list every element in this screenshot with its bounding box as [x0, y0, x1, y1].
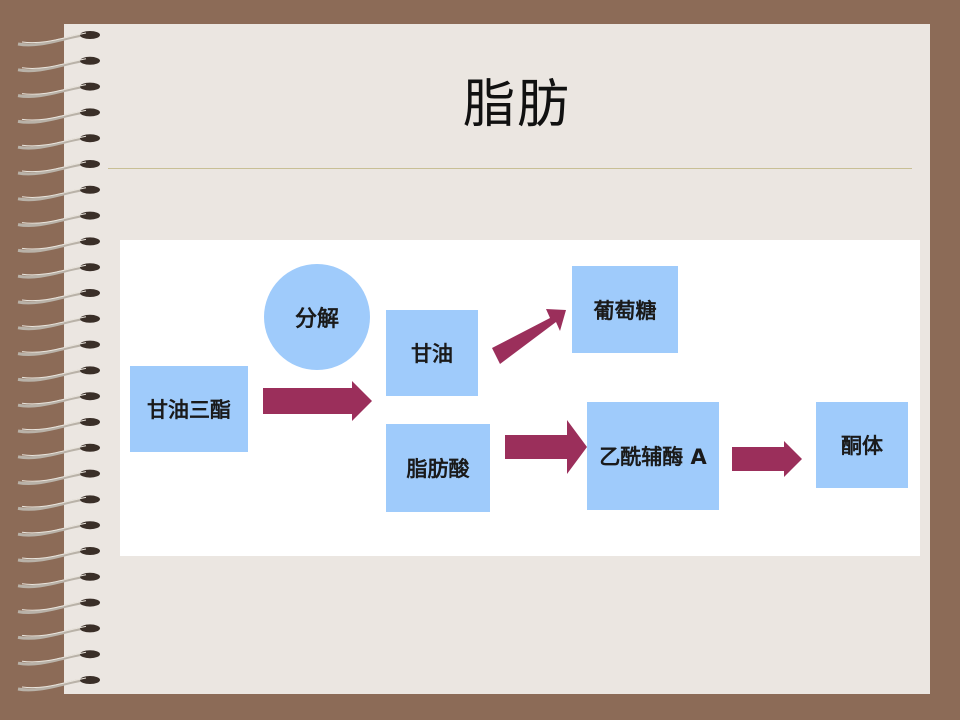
spiral-hole	[80, 314, 100, 323]
spiral-highlight	[21, 496, 87, 508]
spiral-hole	[80, 547, 100, 555]
spiral-hole	[80, 676, 100, 684]
spiral-ring	[17, 238, 89, 253]
spiral-highlight	[21, 651, 87, 663]
spiral-highlight	[21, 677, 87, 689]
spiral-ring	[17, 187, 89, 202]
spiral-hole	[80, 237, 100, 246]
node-decompose: 分解	[264, 264, 370, 370]
spiral-ring	[17, 32, 89, 47]
spiral-ring	[17, 264, 89, 279]
spiral-highlight	[21, 187, 87, 198]
spiral-ring	[17, 445, 89, 460]
spiral-highlight	[21, 522, 87, 534]
spiral-highlight	[21, 109, 87, 121]
node-glycerol: 甘油	[386, 310, 478, 396]
node-label: 葡萄糖	[593, 298, 657, 323]
spiral-highlight	[21, 84, 87, 95]
spiral-ring	[17, 367, 89, 382]
spiral-ring	[17, 290, 89, 305]
arrow-triglyceride-to-products	[263, 381, 372, 421]
spiral-hole	[80, 340, 100, 349]
arrow-acetyl-coa-to-ketone	[732, 441, 802, 477]
spiral-ring	[17, 213, 89, 227]
spiral-highlight	[21, 393, 87, 405]
spiral-highlight	[21, 445, 87, 456]
spiral-highlight	[21, 548, 87, 560]
spiral-ring	[17, 600, 89, 614]
spiral-ring	[17, 419, 89, 434]
spiral-ring	[17, 471, 89, 485]
spiral-ring	[17, 651, 89, 666]
spiral-hole	[80, 392, 100, 401]
spiral-hole	[80, 211, 100, 220]
arrow-fatty-acid-to-acetyl-coa	[505, 420, 587, 474]
title-divider	[108, 168, 912, 169]
spiral-ring	[17, 135, 89, 150]
spiral-hole	[80, 469, 100, 478]
spiral-highlight	[21, 238, 87, 250]
spiral-hole	[80, 31, 100, 39]
spiral-hole	[80, 418, 100, 426]
spiral-highlight	[21, 625, 87, 637]
spiral-highlight	[21, 471, 87, 482]
spiral-ring	[17, 677, 89, 692]
metabolism-diagram: 甘油三酯 分解 甘油 脂肪酸 葡萄糖 乙酰辅酶 A 酮体	[120, 240, 920, 556]
node-ketone-body: 酮体	[816, 402, 908, 488]
spiral-hole	[80, 572, 100, 581]
node-triglyceride: 甘油三酯	[130, 366, 248, 452]
node-label: 乙酰辅酶 A	[599, 445, 707, 469]
spiral-hole	[80, 598, 100, 607]
spiral-highlight	[21, 316, 87, 327]
spiral-hole	[80, 366, 100, 375]
spiral-hole	[80, 263, 100, 272]
spiral-hole	[80, 160, 100, 168]
spiral-ring	[17, 548, 89, 563]
spiral-highlight	[21, 367, 87, 379]
spiral-ring	[17, 574, 89, 589]
spiral-binding-icon	[17, 31, 100, 692]
spiral-hole	[80, 495, 100, 504]
spiral-hole	[80, 650, 100, 659]
spiral-hole	[80, 289, 100, 297]
spiral-highlight	[21, 342, 87, 353]
spiral-highlight	[21, 135, 87, 147]
node-glucose: 葡萄糖	[572, 266, 678, 353]
node-acetyl-coa: 乙酰辅酶 A	[587, 402, 719, 510]
spiral-highlight	[21, 58, 87, 69]
spiral-ring	[17, 342, 89, 356]
node-label: 甘油三酯	[147, 398, 231, 422]
spiral-highlight	[21, 290, 87, 302]
node-label: 分解	[294, 307, 339, 332]
node-label: 脂肪酸	[406, 457, 470, 481]
arrow-layer	[263, 309, 802, 477]
spiral-highlight	[21, 574, 87, 585]
node-label: 甘油	[411, 342, 453, 366]
spiral-highlight	[21, 213, 87, 224]
spiral-ring	[17, 625, 89, 640]
spiral-ring	[17, 496, 89, 511]
spiral-ring	[17, 316, 89, 331]
node-label: 酮体	[841, 434, 883, 458]
page-title: 脂肪	[462, 75, 571, 135]
spiral-ring	[17, 393, 89, 408]
spiral-hole	[80, 443, 100, 452]
spiral-highlight	[21, 32, 87, 44]
spiral-hole	[80, 624, 100, 633]
spiral-ring	[17, 161, 89, 176]
spiral-highlight	[21, 161, 87, 173]
spiral-ring	[17, 522, 89, 537]
spiral-highlight	[21, 600, 87, 611]
arrow-glycerol-to-glucose	[492, 309, 566, 364]
spiral-highlight	[21, 419, 87, 431]
spiral-hole	[80, 185, 100, 194]
spiral-hole	[80, 521, 100, 530]
node-fatty-acid: 脂肪酸	[386, 424, 490, 512]
spiral-highlight	[21, 264, 87, 276]
